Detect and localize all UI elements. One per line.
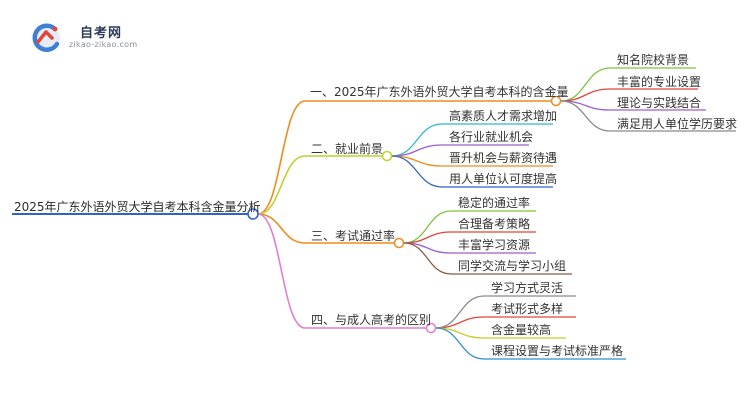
- branch-4-node: [425, 322, 437, 334]
- branch-3-child-3: 丰富学习资源: [458, 238, 531, 252]
- branch-3-node: [393, 237, 405, 249]
- branch-2-child-2: 各行业就业机会: [449, 130, 534, 144]
- branch-1-child-3: 理论与实践结合: [617, 96, 702, 110]
- branch-4-child-2: 考试形式多样: [491, 302, 564, 316]
- branch-2-child-4-connector: [391, 155, 443, 188]
- root-topic: 2025年广东外语外贸大学自考本科含金量分析: [14, 200, 261, 214]
- branch-1-child-2: 丰富的专业设置: [617, 75, 702, 89]
- branch-1-connector: [257, 100, 306, 215]
- branch-3-child-2: 合理备考策略: [458, 217, 531, 231]
- branch-1-child-1: 知名院校背景: [617, 53, 690, 67]
- branch-4-child-4-connector: [435, 327, 485, 360]
- branch-2-label: 二、就业前景: [311, 142, 384, 156]
- branch-2-child-1: 高素质人才需求增加: [449, 109, 558, 123]
- branch-4-child-1: 学习方式灵活: [491, 281, 564, 295]
- logo-icon: [32, 23, 60, 52]
- logo-subtitle: zikao-zikao.com: [69, 40, 138, 49]
- branch-4-label: 四、与成人高考的区别: [311, 313, 432, 327]
- branch-3-child-1: 稳定的通过率: [458, 196, 531, 210]
- branch-3-child-4-connector: [403, 242, 452, 275]
- branch-3-child-4: 同学交流与学习小组: [458, 259, 567, 273]
- branch-2-connector: [257, 155, 306, 215]
- branch-1-label: 一、2025年广东外语外贸大学自考本科的含金量: [310, 85, 569, 99]
- branch-3-connector: [257, 213, 306, 244]
- branch-2-child-4: 用人单位认可度提高: [449, 172, 558, 186]
- branch-4-connector: [257, 213, 306, 329]
- branch-1-child-4-connector: [560, 100, 611, 132]
- branch-4-child-4: 课程设置与考试标准严格: [491, 344, 624, 358]
- branch-3-label: 三、考试通过率: [311, 229, 396, 243]
- root-node: [247, 208, 259, 220]
- branch-4-child-3: 含金量较高: [491, 323, 552, 337]
- branch-2-node: [381, 150, 393, 162]
- branch-2-child-3: 晋升机会与薪资待遇: [449, 151, 558, 165]
- branch-1-child-4: 满足用人单位学历要求: [617, 117, 738, 131]
- logo-title: 自考网: [80, 26, 123, 41]
- branch-1-node: [550, 95, 562, 107]
